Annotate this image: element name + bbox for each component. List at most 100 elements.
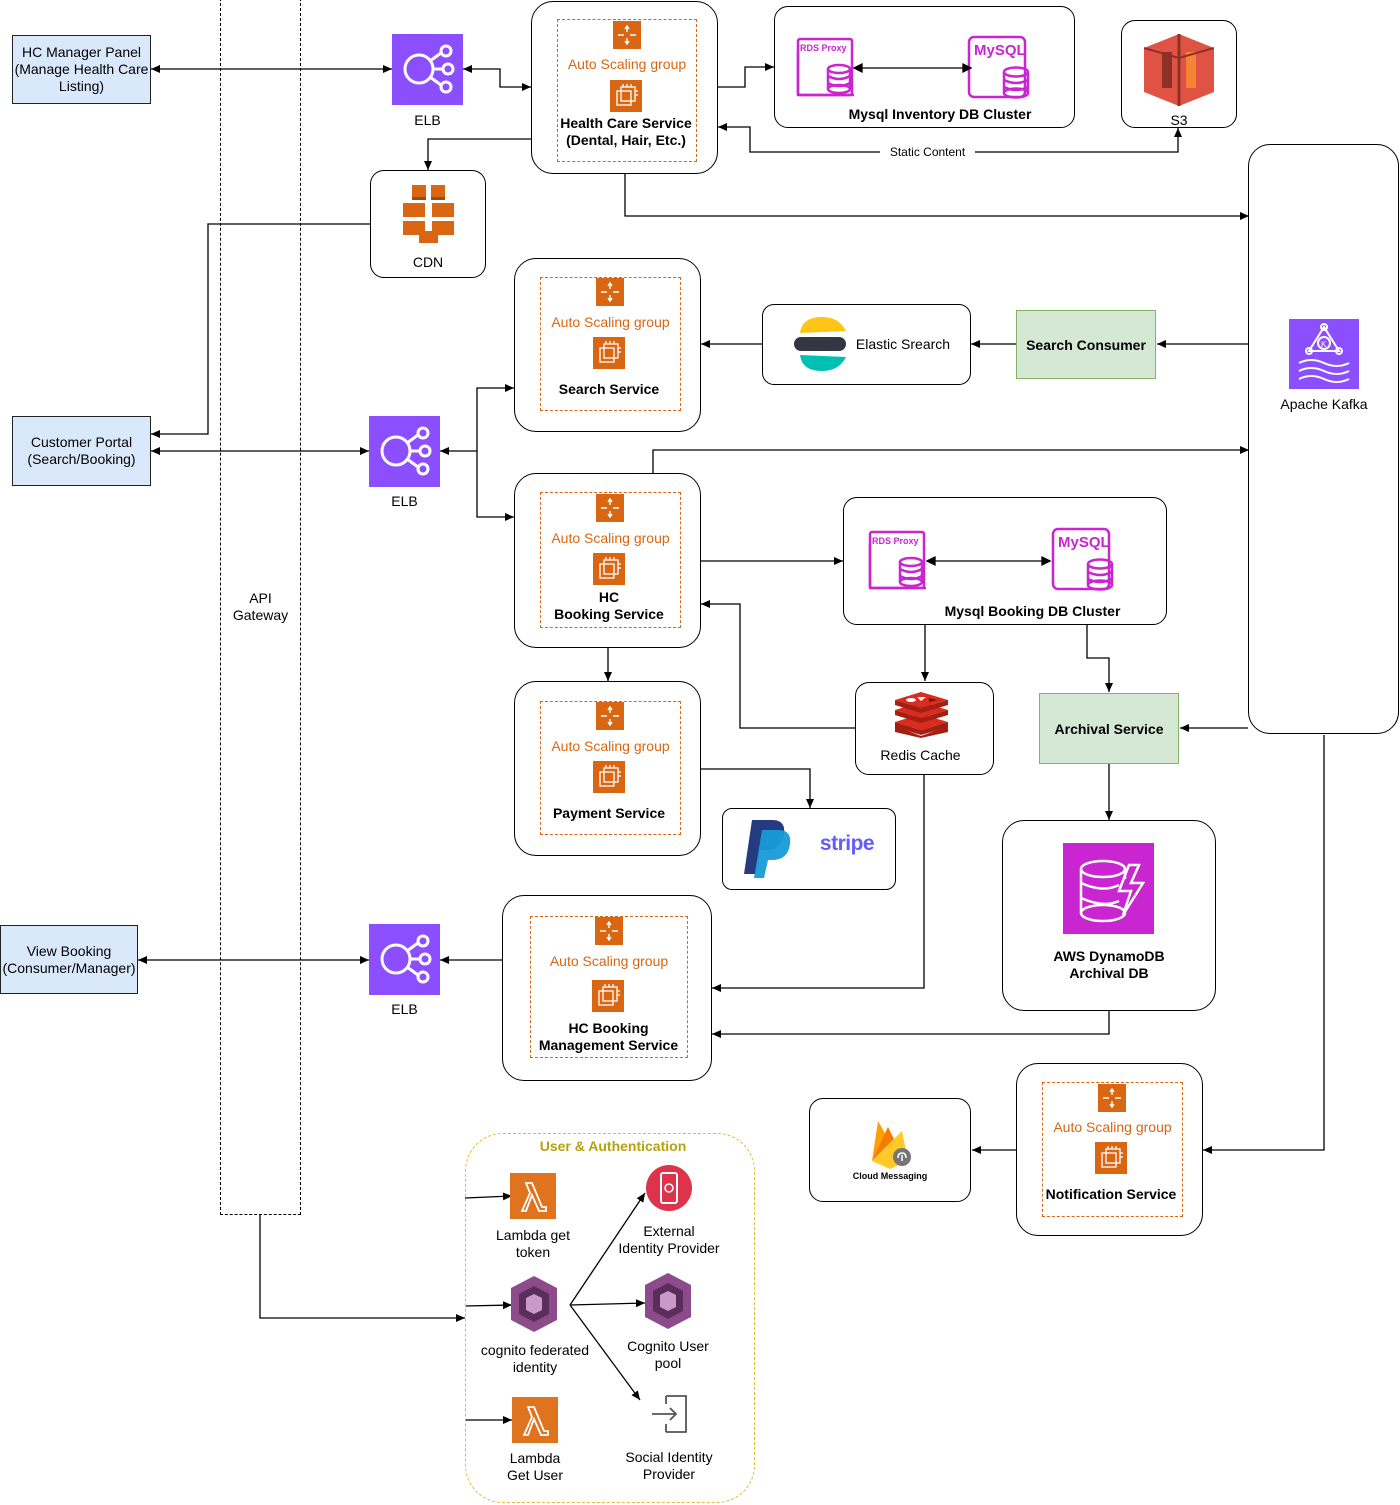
svg-text:RDS Proxy: RDS Proxy <box>800 43 847 53</box>
hc-manager-panel: HC Manager Panel (Manage Health Care Lis… <box>12 35 151 104</box>
search-consumer: Search Consumer <box>1016 310 1156 379</box>
cognito-user-pool-label: Cognito User pool <box>627 1338 709 1371</box>
autoscaling-icon <box>1098 1084 1126 1112</box>
rds-proxy-icon: RDS Proxy <box>867 529 929 591</box>
lambda-icon <box>512 1397 558 1443</box>
auto-scaling-group <box>540 492 681 628</box>
hc-booking-service-label: HC Booking Service <box>554 589 664 622</box>
load-balancer-icon <box>392 34 463 105</box>
edge-cognito-external <box>569 1192 646 1306</box>
social-identity-provider-label: Social Identity Provider <box>625 1449 713 1482</box>
edge-healthcare-inventory <box>718 63 774 88</box>
auth-title: User & Authentication <box>539 1138 687 1154</box>
s3-icon <box>1143 34 1215 106</box>
stripe-logo: stripe <box>819 832 875 855</box>
edge-elb-booking <box>476 451 514 521</box>
svg-text:MySQL: MySQL <box>974 42 1026 59</box>
asg-label: Auto Scaling group <box>567 56 687 72</box>
edge-db-archival <box>1086 625 1113 692</box>
api-gateway <box>220 0 301 1215</box>
kafka-label: Apache Kafka <box>1280 396 1368 412</box>
autoscaling-icon <box>595 917 623 945</box>
load-balancer-icon <box>369 416 440 487</box>
elasticsearch-label: Elastic Srearch <box>855 336 951 352</box>
ec2-instance-icon <box>593 337 625 369</box>
elb-label: ELB <box>414 112 441 128</box>
edge-elb-healthcare <box>463 65 531 91</box>
cdn-label: CDN <box>412 254 444 270</box>
auto-scaling-group <box>540 277 681 411</box>
edge-cognito-pool <box>569 1299 646 1308</box>
payment-service-label: Payment Service <box>552 805 666 821</box>
db-link <box>926 555 1052 567</box>
external-identity-provider-label: External Identity Provider <box>618 1223 720 1256</box>
redis-label: Redis Cache <box>880 747 961 763</box>
edge-redis-mgmt <box>712 775 925 992</box>
health-care-service-label: Health Care Service (Dental, Hair, Etc.) <box>560 115 692 148</box>
edge-healthcare-cdn <box>424 138 531 170</box>
cognito-federated-label: cognito federated identity <box>480 1342 590 1375</box>
lambda-icon <box>510 1173 556 1219</box>
svg-text:K: K <box>1321 340 1327 349</box>
autoscaling-icon <box>596 278 624 306</box>
user-authentication-group <box>465 1133 755 1503</box>
edge-in-cognito <box>464 1301 513 1310</box>
edge-cognito-social <box>569 1304 641 1401</box>
auto-scaling-group <box>1042 1082 1183 1217</box>
elb-label: ELB <box>391 1001 418 1017</box>
dynamodb-icon <box>1063 843 1154 934</box>
ec2-instance-icon <box>610 80 642 112</box>
apache-kafka-box <box>1248 144 1399 734</box>
ec2-instance-icon <box>593 761 625 793</box>
edge-cdn-customer <box>151 223 370 438</box>
dynamodb-label: AWS DynamoDB Archival DB <box>1053 948 1165 981</box>
edge-dynamo-mgmt <box>712 1011 1110 1038</box>
elasticsearch-icon <box>792 315 848 373</box>
view-booking: View Booking (Consumer/Manager) <box>0 925 138 994</box>
autoscaling-icon <box>613 21 641 49</box>
api-gateway-label: API Gateway <box>232 590 289 623</box>
asg-label: Auto Scaling group <box>549 953 669 969</box>
redis-icon <box>893 692 950 738</box>
booking-db-label: Mysql Booking DB Cluster <box>944 603 1121 619</box>
lambda-get-user-label: Lambda Get User <box>506 1450 563 1483</box>
login-door-icon <box>648 1392 692 1436</box>
inventory-db-label: Mysql Inventory DB Cluster <box>848 106 1032 122</box>
edge-gateway-auth <box>259 1215 465 1322</box>
svg-text:RDS Proxy: RDS Proxy <box>872 536 919 546</box>
rds-proxy-icon: RDS Proxy <box>795 36 857 98</box>
notification-service-label: Notification Service <box>1045 1186 1177 1202</box>
firebase-icon <box>866 1115 914 1169</box>
mobile-identity-icon <box>645 1164 693 1212</box>
cognito-icon <box>645 1273 691 1329</box>
svg-text:MySQL: MySQL <box>1058 534 1110 551</box>
auto-scaling-group <box>557 19 697 162</box>
asg-label: Auto Scaling group <box>551 530 670 546</box>
autoscaling-icon <box>596 702 624 730</box>
auto-scaling-group <box>530 916 688 1058</box>
ec2-instance-icon <box>592 980 624 1012</box>
asg-label: Auto Scaling group <box>551 314 670 330</box>
db-link <box>853 62 973 74</box>
edge-healthcare-kafka <box>624 174 1249 220</box>
cognito-icon <box>511 1276 557 1332</box>
paypal-icon <box>742 818 794 880</box>
mysql-icon: MySQL <box>1050 526 1116 592</box>
booking-management-label: HC Booking Management Service <box>538 1020 679 1053</box>
ec2-instance-icon <box>593 553 625 585</box>
edge-elb-search <box>440 384 514 455</box>
edge-booking-kafka <box>652 446 1249 473</box>
edge-in-lambda-token <box>464 1192 513 1201</box>
asg-label: Auto Scaling group <box>551 738 670 754</box>
kafka-icon: K <box>1289 319 1359 389</box>
edge-payment-providers <box>701 768 814 808</box>
load-balancer-icon <box>369 924 440 995</box>
archival-service: Archival Service <box>1039 693 1179 764</box>
auto-scaling-group <box>540 701 681 835</box>
static-content-label: Static Content <box>880 145 975 160</box>
customer-portal: Customer Portal (Search/Booking) <box>12 416 151 486</box>
asg-label: Auto Scaling group <box>1053 1119 1172 1135</box>
edge-kafka-notification <box>1203 735 1325 1154</box>
edge-static-content <box>718 123 1182 153</box>
